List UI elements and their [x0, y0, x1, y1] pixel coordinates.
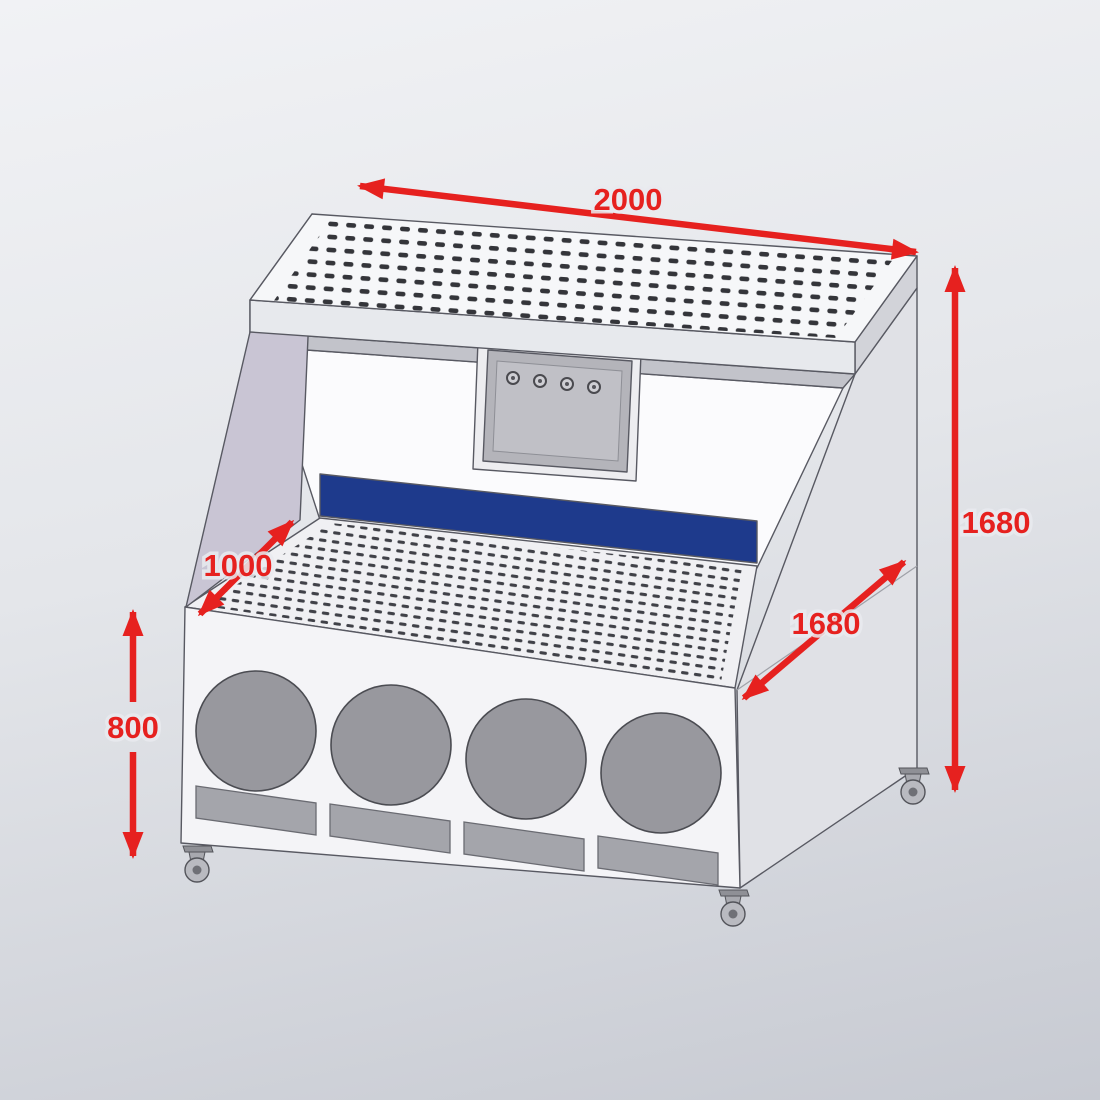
panel-button-4-center: [592, 385, 596, 389]
dim-base-height: 800: [104, 609, 162, 859]
base-cabinet: [180, 606, 741, 889]
caster-plate: [182, 845, 214, 853]
caster-front-right: [718, 889, 750, 927]
dimension-annotations: 2000 1680 1680 1000 800: [104, 178, 1034, 859]
panel-button-3-center: [565, 382, 569, 386]
louver-panel-2: [329, 803, 451, 854]
dim-label-table-depth: 1000: [204, 548, 273, 583]
caster-plate: [898, 767, 930, 775]
dim-table-depth: 1000: [197, 519, 295, 617]
dim-label-base-height: 800: [107, 710, 159, 745]
fan-opening-2: [330, 684, 452, 806]
caster-hub: [908, 787, 918, 797]
fan-opening-1: [195, 670, 317, 792]
panel-button-2-center: [538, 379, 542, 383]
caster-front-left: [182, 845, 214, 883]
cabinet-front-face: [180, 606, 741, 889]
dim-label-top-width: 2000: [594, 182, 663, 217]
panel-button-1-center: [511, 376, 515, 380]
fan-opening-4: [600, 712, 722, 834]
casters: [182, 767, 930, 927]
dim-depth: 1680: [741, 559, 907, 701]
fan-opening-3: [465, 698, 587, 820]
dim-top-width: 2000: [357, 178, 919, 260]
dim-label-depth: 1680: [792, 606, 861, 641]
dim-arrow-top-width: [357, 178, 919, 260]
dim-right-height: 1680: [944, 265, 1034, 793]
dim-label-right-height: 1680: [962, 505, 1031, 540]
louver-panel-3: [463, 821, 585, 872]
caster-hub: [192, 865, 202, 875]
control-panel: [472, 340, 642, 482]
louver-panel-1: [195, 785, 317, 836]
caster-back-right: [898, 767, 930, 805]
dim-arrow-table-depth: [197, 519, 295, 617]
caster-plate: [718, 889, 750, 897]
work-table-perforation: [204, 523, 742, 682]
dim-arrow-depth: [741, 559, 907, 701]
louver-panel-4: [597, 835, 719, 886]
caster-hub: [728, 909, 738, 919]
machine: [180, 213, 930, 927]
